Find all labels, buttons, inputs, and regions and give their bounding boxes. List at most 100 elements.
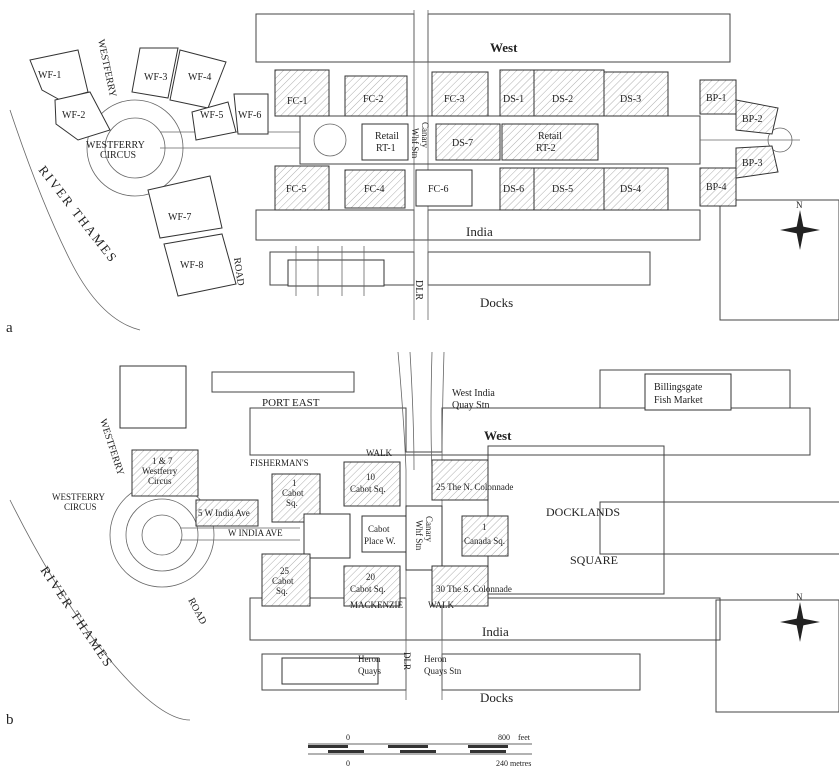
label-ds2: DS-2 <box>552 94 573 105</box>
circus-line1-a: WESTFERRY <box>86 140 145 151</box>
dlr-curve-1 <box>397 351 407 700</box>
plot-fc3 <box>431 71 489 117</box>
plot-fc4 <box>344 169 406 209</box>
s-colonnade-label: 30 The S. Colonnade <box>436 584 512 594</box>
mackenzie-label: MACKENZIE <box>350 600 403 610</box>
cabot10-line1: 10 <box>366 472 376 482</box>
scale-feet-zero: 0 <box>346 733 350 742</box>
heron-quays-stn-line1: Heron <box>424 654 447 664</box>
plot-wf6 <box>233 93 269 135</box>
heron-quays-stn-line2: Quays Stn <box>424 666 462 676</box>
plot-wf5 <box>191 101 237 141</box>
plot-ds6 <box>499 167 535 211</box>
billingsgate-building <box>644 373 732 411</box>
compass-n-b: N <box>796 592 803 602</box>
label-ds5: DS-5 <box>552 184 573 195</box>
bld-westferry-line1: 1 & 7 <box>152 456 173 466</box>
label-ds7: DS-7 <box>452 138 473 149</box>
canada-sq-line2: Canada Sq. <box>464 536 505 546</box>
compass-n-a: N <box>796 200 803 210</box>
westferry-circus-inner <box>104 117 166 179</box>
bld-westferry-line3: Circus <box>148 476 172 486</box>
road-westferry-a: WESTFERRY <box>95 38 118 98</box>
panel-label-b: b <box>6 712 14 728</box>
n-colonnade-label: 25 The N. Colonnade <box>436 482 513 492</box>
compass-rose-b: N <box>780 592 820 642</box>
label-fc5: FC-5 <box>286 184 307 195</box>
west-india-quay-line2: Quay Stn <box>452 400 490 411</box>
label-wf2: WF-2 <box>62 110 85 121</box>
label-bp1: BP-1 <box>706 93 727 104</box>
cabot-place-line1: Cabot <box>368 524 390 534</box>
south-building-lines <box>295 246 365 296</box>
docklands-label: DOCKLANDS <box>546 505 620 519</box>
label-bp4: BP-4 <box>706 182 727 193</box>
river-thames-a: RIVER THAMES <box>36 163 121 266</box>
label-wf6: WF-6 <box>238 110 261 121</box>
east-circle <box>767 127 793 153</box>
water-india-b: India <box>482 624 509 639</box>
label-fc1: FC-1 <box>287 96 308 107</box>
cabot10-line2: Cabot Sq. <box>350 484 386 494</box>
label-fc3: FC-3 <box>444 94 465 105</box>
north-west-block <box>119 365 187 429</box>
westferry-circus-core-b <box>141 514 183 556</box>
panel-b: N b West India Docks RIVER THAMES WESTFE… <box>6 351 839 728</box>
plot-fc6 <box>415 169 473 207</box>
fishermans-label: FISHERMAN'S <box>250 458 309 468</box>
water-west-a: West <box>490 40 518 55</box>
road-road-b: ROAD <box>185 596 208 626</box>
bld-10-cabot-sq <box>343 461 401 507</box>
docklands-square-block <box>487 445 665 595</box>
circus-line2-a: CIRCUS <box>100 150 136 161</box>
north-buildings-b <box>211 369 791 409</box>
scale-metres-label: 240 metres <box>496 759 531 768</box>
label-ds1: DS-1 <box>503 94 524 105</box>
westferry-circus-outer <box>86 99 184 197</box>
label-wf8: WF-8 <box>180 260 203 271</box>
bld-5-w-india-ave <box>195 499 259 527</box>
circus-line1-b: WESTFERRY <box>52 492 106 502</box>
bld-cabot-place-w <box>361 515 407 553</box>
cabot1-line1: 1 <box>292 478 297 488</box>
plot-ds5 <box>533 167 605 211</box>
w-india-ave-label: W INDIA AVE <box>228 528 283 538</box>
bld-25-cabot-sq <box>261 553 311 607</box>
cabot-place-line2: Place W. <box>364 536 396 546</box>
billingsgate-line1: Billingsgate <box>654 382 703 393</box>
bld-20-cabot-sq <box>343 565 401 607</box>
panel-a: N a West India Docks RIVER THAMES WESTFE… <box>6 10 839 336</box>
walk-top-label: WALK <box>366 448 392 458</box>
plot-ds7 <box>435 123 501 161</box>
label-fc4: FC-4 <box>364 184 385 195</box>
label-rt2-line1: Retail <box>538 131 562 142</box>
label-wf7: WF-7 <box>168 212 191 223</box>
cabot1-line2: Cabot <box>282 488 304 498</box>
square-label: SQUARE <box>570 553 618 567</box>
east-dock-outline-b <box>715 599 839 713</box>
label-rt1-line2: RT-1 <box>376 143 396 154</box>
label-bp2: BP-2 <box>742 114 763 125</box>
cabot-square-center <box>303 513 351 559</box>
dlr-label-a: DLR <box>413 280 424 300</box>
w-india-ave-road <box>180 527 300 541</box>
cabot25-line1: 25 <box>280 566 290 576</box>
bld-w-india-ave-label: 5 W India Ave <box>198 508 250 518</box>
dlr-label-b: DLR <box>402 652 412 670</box>
plot-bp2 <box>735 99 779 135</box>
west-india-quay-line1: West India <box>452 388 495 399</box>
plot-wf3 <box>131 47 179 99</box>
plot-bp4 <box>699 167 737 207</box>
label-bp3: BP-3 <box>742 158 763 169</box>
bld-westferry-line2: Westferry <box>142 466 178 476</box>
river-edge-b <box>9 499 191 721</box>
circus-line2-b: CIRCUS <box>64 502 97 512</box>
station-line1-a: Canary <box>420 122 430 148</box>
water-west-b: West <box>484 428 512 443</box>
scale-metres-zero: 0 <box>346 759 350 768</box>
west-dock-outline-b <box>249 407 811 456</box>
water-docks-b: Docks <box>480 690 513 705</box>
plot-ds2 <box>533 69 605 117</box>
river-edge <box>9 109 141 331</box>
